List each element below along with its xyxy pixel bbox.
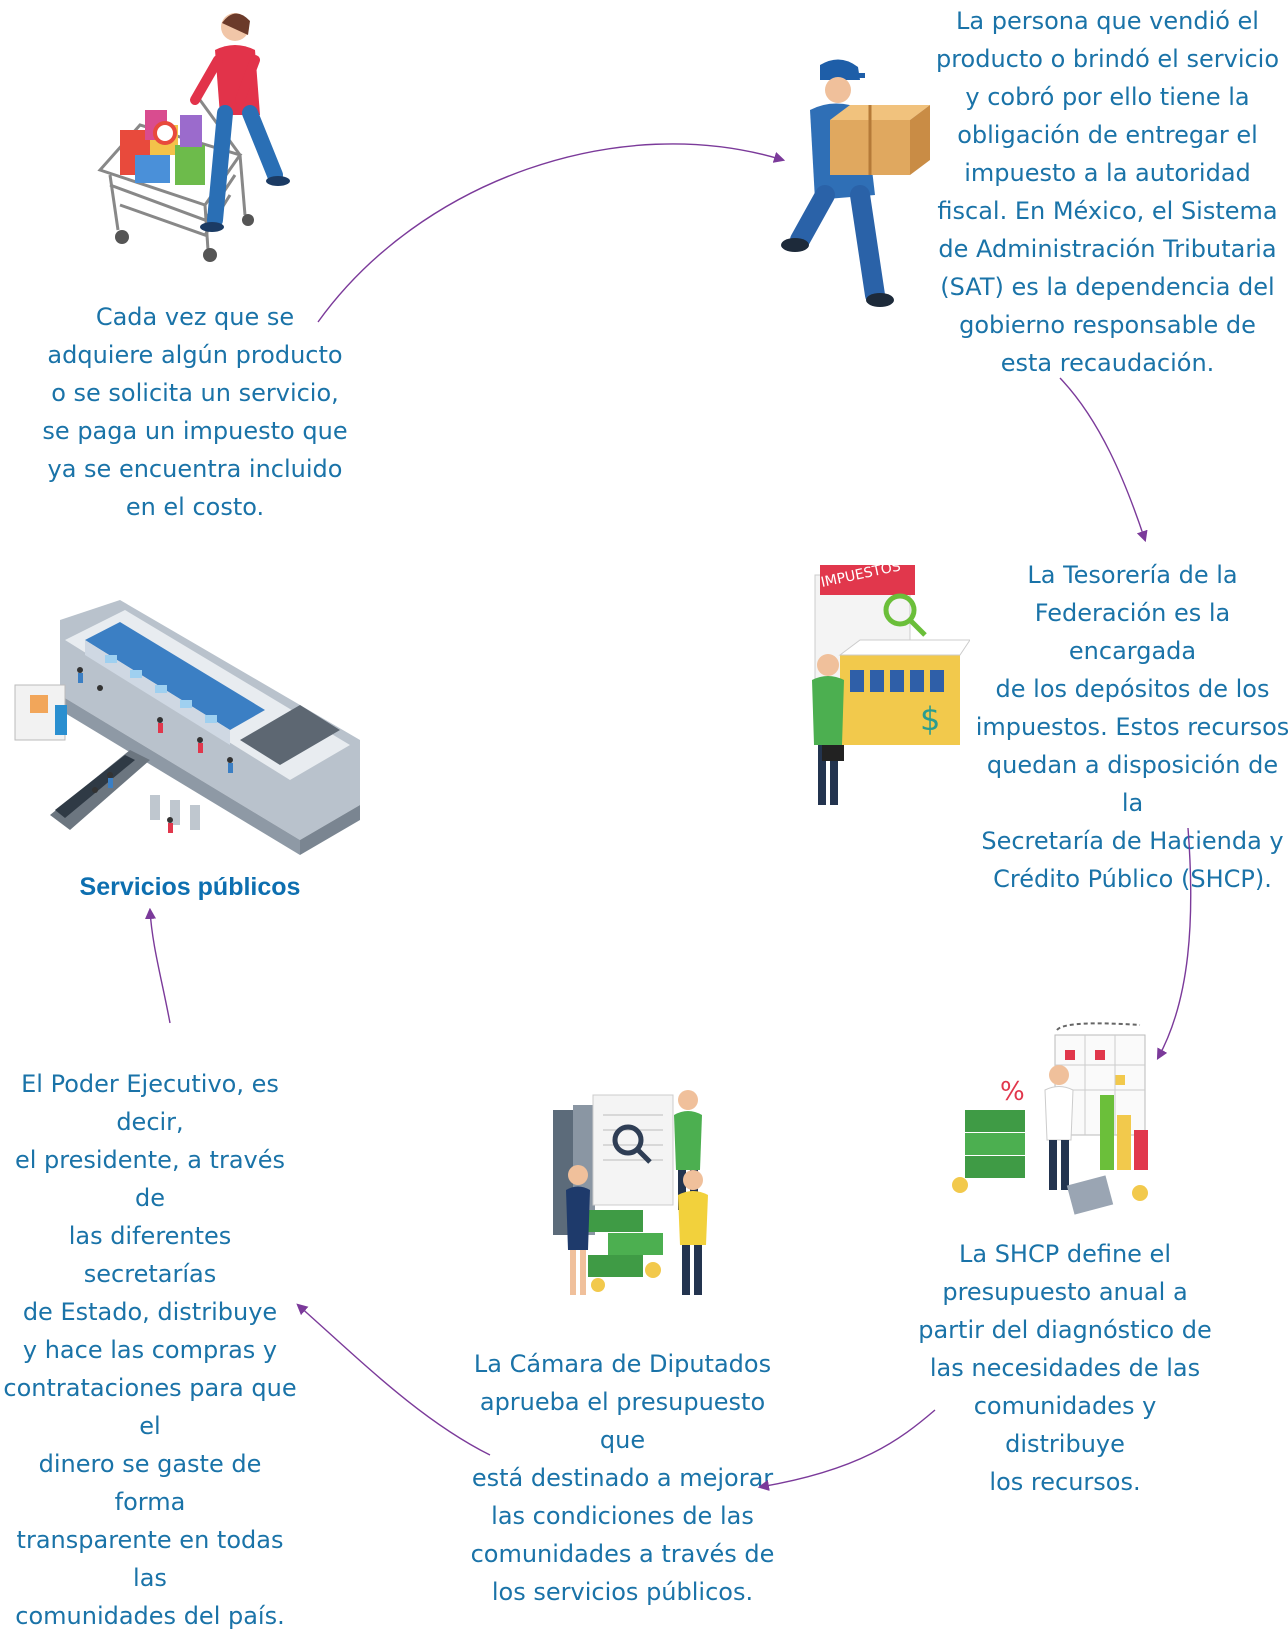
- arrow-ejecutivo-to-servicios: [144, 907, 171, 1024]
- step-vendedor-text: La persona que vendió el producto o brin…: [935, 7, 1280, 377]
- tax-building-icon: IMPUESTOS % $: [812, 560, 970, 805]
- svg-text:$: $: [920, 700, 940, 738]
- arrow-compra-to-vendedor: [317, 143, 786, 323]
- services-title: Servicios públicos: [79, 873, 301, 901]
- arrow-shcp-to-camara: [757, 1409, 936, 1492]
- shopping-cart-woman-icon: [97, 13, 290, 262]
- arrow-vendedor-to-tesoreria: [1059, 377, 1148, 543]
- step-shcp-text: La SHCP define el presupuesto anual a pa…: [918, 1240, 1212, 1496]
- arrow-tesoreria-to-shcp: [1156, 827, 1192, 1060]
- budget-planning-icon: %: [952, 1022, 1148, 1215]
- budget-approval-icon: [553, 1090, 708, 1295]
- metro-station-icon: [14, 600, 360, 855]
- delivery-man-box-icon: [781, 59, 930, 307]
- step-tesoreria-text: La Tesorería de la Federación es la enca…: [975, 561, 1288, 893]
- svg-text:%: %: [1000, 1077, 1025, 1107]
- step-compra-text: Cada vez que se adquiere algún producto …: [42, 303, 348, 521]
- arrow-camara-to-ejecutivo: [296, 1303, 491, 1456]
- step-ejecutivo-text: El Poder Ejecutivo, es decir, el preside…: [3, 1070, 297, 1630]
- cycle-arrows: [144, 143, 1192, 1492]
